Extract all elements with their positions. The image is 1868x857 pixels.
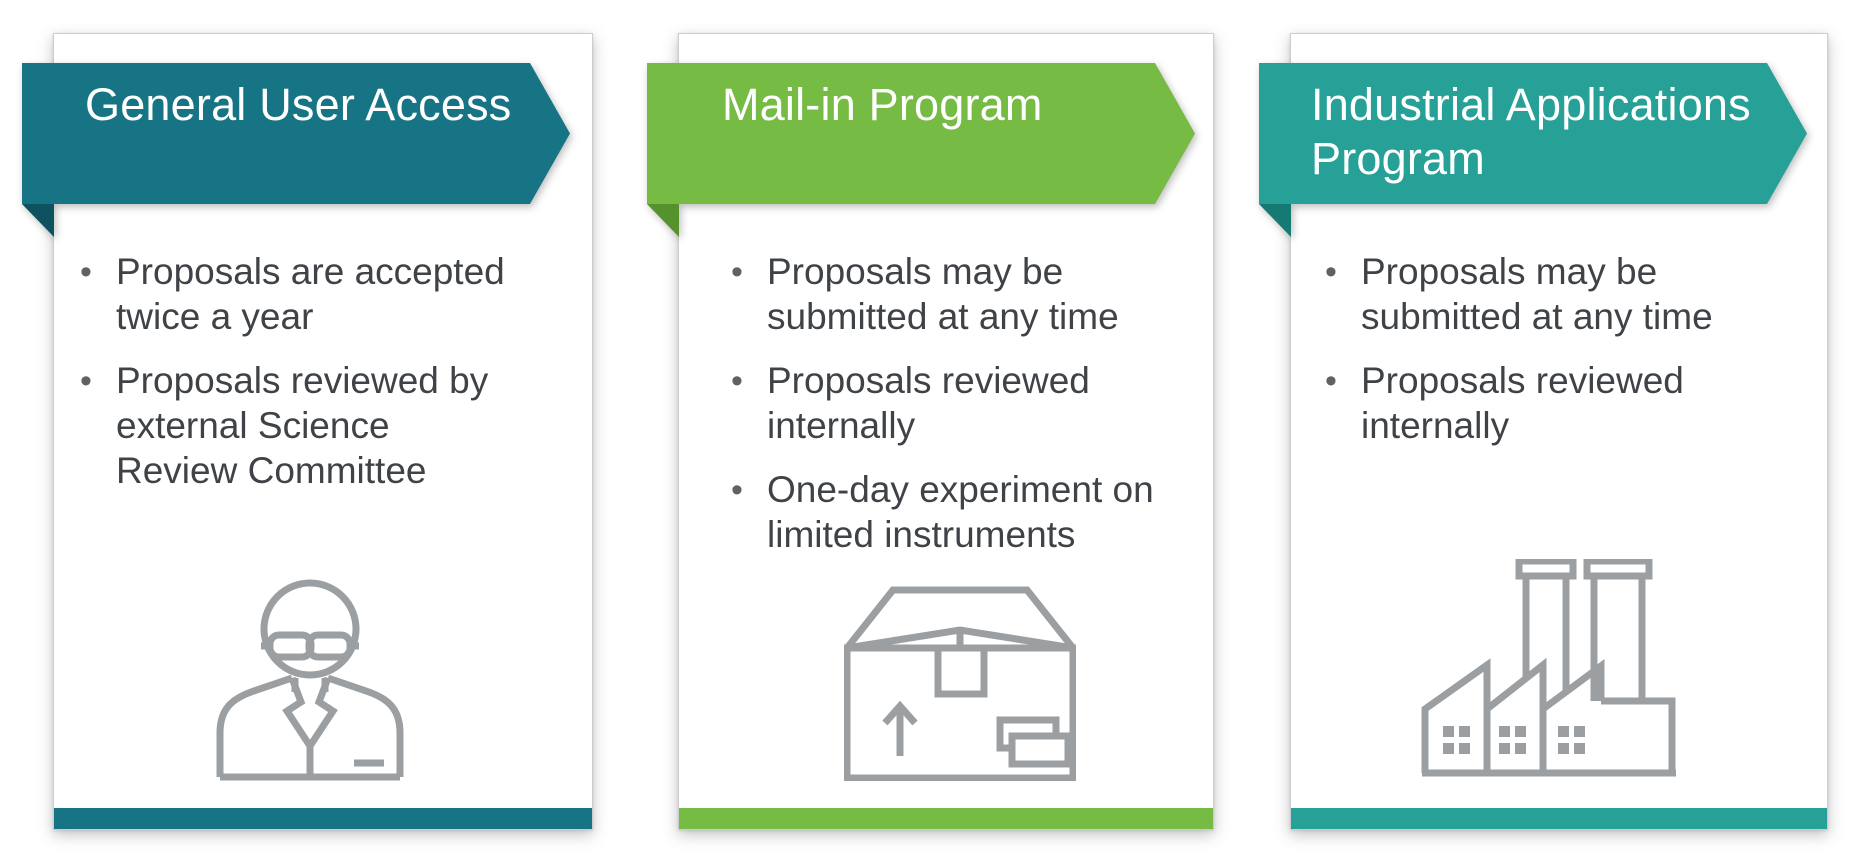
program-card-general-user-access: General User Access Proposals are accept… xyxy=(22,33,593,830)
icon-box xyxy=(844,584,1076,781)
bullet-list: Proposals may be submitted at any time P… xyxy=(679,249,1213,576)
program-card-mail-in: Mail-in Program Proposals may be submitt… xyxy=(647,33,1214,830)
bullet-item: Proposals reviewed internally xyxy=(731,358,1183,448)
card-title: Industrial Applications Program xyxy=(1311,79,1751,184)
bullet-item: Proposals may be submitted at any time xyxy=(731,249,1183,339)
ribbon-banner-shape: Industrial Applications Program xyxy=(1259,63,1807,204)
card-title: General User Access xyxy=(85,79,512,130)
accent-bar xyxy=(54,808,592,829)
card-title: Mail-in Program xyxy=(722,79,1043,130)
bullet-item: One-day experiment on limited instrument… xyxy=(731,467,1183,557)
ribbon-fold xyxy=(22,204,54,237)
ribbon-fold xyxy=(1259,204,1291,237)
ribbon-banner: Mail-in Program xyxy=(647,63,1195,237)
bullet-item: Proposals may be submitted at any time xyxy=(1325,249,1797,339)
ribbon-banner-shape: Mail-in Program xyxy=(647,63,1195,204)
package-box-icon xyxy=(844,586,1076,781)
ribbon-fold xyxy=(647,204,679,237)
bullet-item: Proposals are accepted twice a year xyxy=(80,249,562,339)
icon-box xyxy=(204,579,416,781)
bullet-item: Proposals reviewed internally xyxy=(1325,358,1797,448)
program-card-industrial-applications: Industrial Applications Program Proposal… xyxy=(1259,33,1828,830)
accent-bar xyxy=(1291,808,1827,829)
factory-icon xyxy=(1421,559,1676,777)
scientist-icon xyxy=(216,579,404,781)
ribbon-banner: General User Access xyxy=(22,63,570,237)
ribbon-banner-shape: General User Access xyxy=(22,63,570,204)
icon-box xyxy=(1421,559,1679,777)
bullet-list: Proposals are accepted twice a year Prop… xyxy=(54,249,592,512)
bullet-item: Proposals reviewed by external Science R… xyxy=(80,358,562,493)
accent-bar xyxy=(679,808,1213,829)
bullet-list: Proposals may be submitted at any time P… xyxy=(1291,249,1827,467)
ribbon-banner: Industrial Applications Program xyxy=(1259,63,1807,237)
